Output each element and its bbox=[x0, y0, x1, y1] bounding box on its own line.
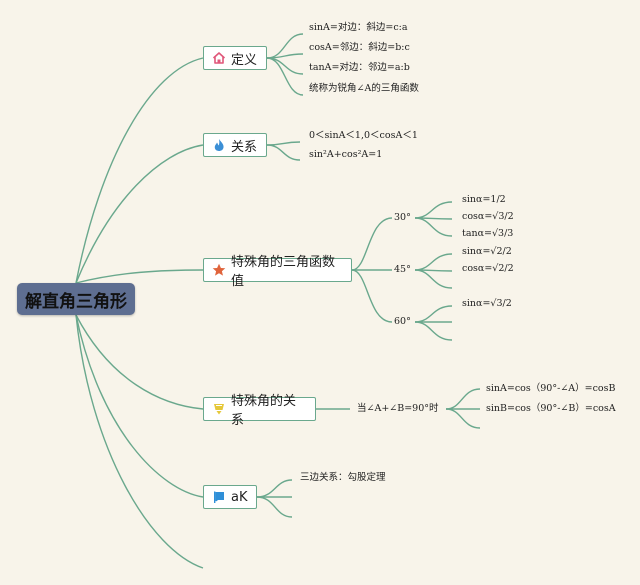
leaf-item: 0＜sinA＜1,0＜cosA＜1 bbox=[309, 130, 418, 141]
star-icon bbox=[212, 263, 226, 276]
angle-label: 30° bbox=[394, 212, 411, 223]
house-icon bbox=[212, 52, 226, 64]
flame-icon bbox=[214, 139, 224, 151]
connector-root-ak bbox=[75, 314, 204, 498]
leaf-item: sin²A+cos²A=1 bbox=[309, 149, 383, 160]
branch-ak[interactable]: aK bbox=[203, 485, 257, 509]
leaf-item: cosα=√3/2 bbox=[462, 211, 514, 222]
branch-special-angle-relation[interactable]: 特殊角的关系 bbox=[203, 394, 316, 428]
branch-label: 关系 bbox=[231, 139, 258, 155]
leaf-item: cosA=邻边：斜边=b:c bbox=[309, 42, 410, 53]
connector-root-empty bbox=[75, 314, 204, 569]
branch-relation[interactable]: 关系 bbox=[203, 133, 267, 157]
connector-root-relation bbox=[75, 144, 204, 284]
branch-special-angle-values[interactable]: 特殊角的三角函数值 bbox=[203, 255, 352, 289]
branch-label: aK bbox=[231, 489, 248, 505]
leaf-item: sinA=对边：斜边=c:a bbox=[309, 22, 408, 33]
connector-root-definition bbox=[75, 57, 204, 284]
leaf-item: cosα=√2/2 bbox=[462, 263, 514, 274]
leaf-item: 统称为锐角∠A的三角函数 bbox=[309, 83, 419, 94]
leaf-item: 三边关系：勾股定理 bbox=[300, 472, 386, 483]
leaf-item: tanα=√3/3 bbox=[462, 228, 514, 239]
angle-label: 45° bbox=[394, 264, 411, 275]
connector-root-special-values bbox=[75, 269, 204, 284]
leaf-item: sinα=√2/2 bbox=[462, 246, 512, 257]
branch-label: 定义 bbox=[231, 52, 258, 68]
condition-label: 当∠A+∠B=90°时 bbox=[357, 403, 439, 414]
branch-label: 特殊角的三角函数值 bbox=[231, 255, 336, 289]
leaf-item: sinα=√3/2 bbox=[462, 298, 512, 309]
trophy-icon bbox=[214, 404, 224, 415]
leaf-item: sinα=1/2 bbox=[462, 194, 506, 205]
branch-definition[interactable]: 定义 bbox=[203, 46, 267, 70]
leaf-item: tanA=对边：邻边=a:b bbox=[309, 62, 410, 73]
angle-label: 60° bbox=[394, 316, 411, 327]
connector-root-special-relation bbox=[75, 314, 204, 410]
leaf-item: sinB=cos（90°-∠B）=cosA bbox=[486, 403, 616, 414]
flag-icon bbox=[214, 491, 224, 503]
branch-label: 特殊角的关系 bbox=[231, 394, 297, 428]
root-node[interactable]: 解直角三角形 bbox=[17, 283, 135, 315]
leaf-item: sinA=cos（90°-∠A）=cosB bbox=[486, 383, 616, 394]
